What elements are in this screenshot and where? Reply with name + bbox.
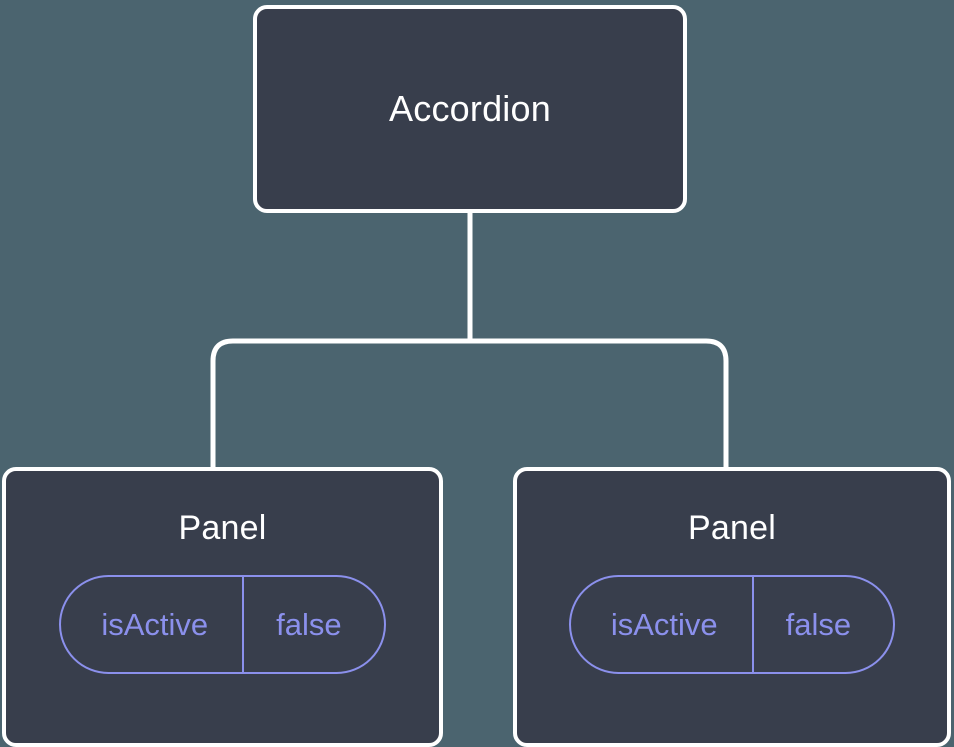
node-accordion[interactable]: Accordion <box>253 5 687 213</box>
node-panel-1-title: Panel <box>178 509 267 547</box>
node-panel-2-prop-value: false <box>785 607 852 642</box>
node-panel-1-prop-key: isActive <box>61 577 245 672</box>
node-accordion-title: Accordion <box>389 88 551 129</box>
node-panel-2-prop-pill[interactable]: isActive false <box>568 575 896 674</box>
edge-branch-right <box>470 338 729 470</box>
node-panel-2-title: Panel <box>688 509 776 547</box>
edge-branch-left <box>210 338 470 470</box>
node-panel-2-prop-key: isActive <box>571 577 754 672</box>
node-panel-2[interactable]: Panel isActive false <box>513 467 951 747</box>
node-panel-1-prop-pill[interactable]: isActive false <box>59 575 386 674</box>
node-panel-1-prop-value: false <box>276 607 342 642</box>
node-panel-1[interactable]: Panel isActive false <box>2 467 443 747</box>
